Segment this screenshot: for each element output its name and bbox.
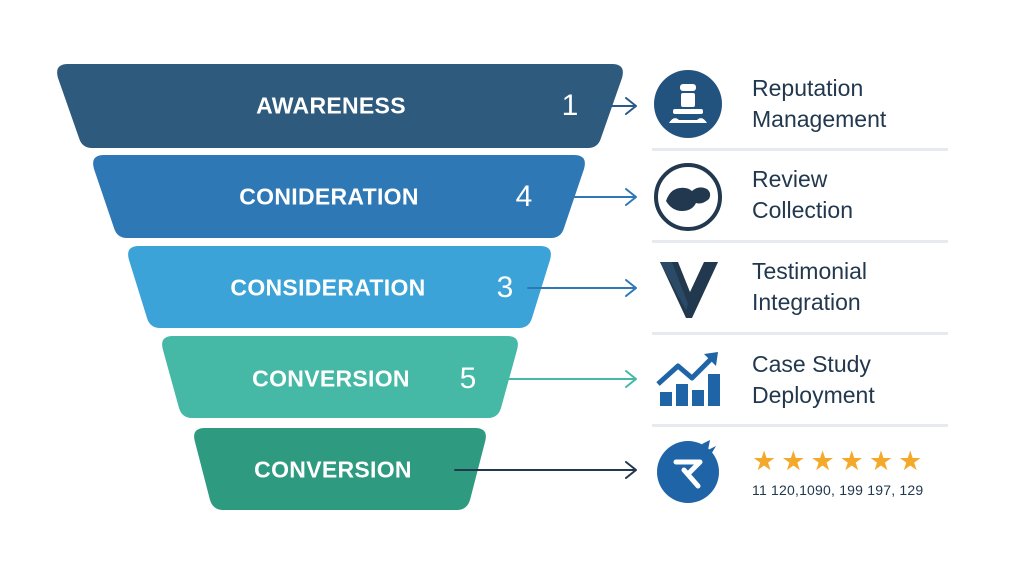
action-title-line2: Collection: [752, 197, 853, 223]
action-title-reputation: Reputation Management: [752, 73, 962, 135]
star-icon: ★: [781, 446, 806, 477]
stage-number-4: 4: [515, 180, 533, 213]
stage-label-conversion: CONVERSION: [252, 365, 410, 392]
stage-number-3: 3: [496, 271, 514, 304]
checkmark-v-icon: [652, 252, 724, 324]
stage-number-5: 5: [459, 362, 477, 395]
stage-label-conversion-bottom: CONVERSION: [254, 456, 412, 483]
person-badge-icon: [652, 68, 724, 140]
star-icon: ★: [810, 446, 835, 477]
rating-badge-icon: [652, 434, 724, 506]
funnel-stage-conversion-2: [194, 428, 486, 510]
growth-chart-icon: [652, 344, 724, 416]
stage-number-1: 1: [561, 89, 579, 122]
divider-1: [652, 148, 948, 151]
action-title-review: Review Collection: [752, 164, 962, 226]
divider-4: [652, 424, 948, 427]
action-title-case-study: Case Study Deployment: [752, 349, 962, 411]
action-title-line1: Reputation: [752, 75, 864, 101]
divider-3: [652, 332, 948, 335]
funnel-stage-conversion-1: [162, 336, 518, 418]
funnel-shapes: [57, 64, 623, 510]
action-title-line2: Management: [752, 106, 887, 132]
star-icon: ★: [839, 446, 864, 477]
divider-2: [652, 240, 948, 243]
funnel-stage-consideration: [128, 246, 551, 328]
handshake-icon: [652, 161, 724, 233]
stage-label-consideration: CONSIDERATION: [230, 274, 426, 301]
action-title-testimonial: Testimonial Integration: [752, 256, 962, 318]
star-icon: ★: [898, 446, 923, 477]
rating-stars: ★★★★★★: [752, 448, 922, 476]
star-icon: ★: [752, 446, 777, 477]
funnel-stage-awareness: [57, 64, 623, 148]
ratings-text: 11 120,1090, 199 197, 129: [752, 482, 924, 498]
action-title-line1: Case Study: [752, 351, 871, 377]
action-title-line2: Deployment: [752, 382, 875, 408]
stage-label-conideration: CONIDERATION: [239, 183, 419, 210]
funnel-stage-conideration: [93, 155, 585, 238]
action-title-line2: Integration: [752, 289, 861, 315]
action-title-line1: Testimonial: [752, 258, 868, 284]
action-title-line1: Review: [752, 166, 828, 192]
star-icon: ★: [868, 446, 894, 477]
stage-label-awareness: AWARENESS: [256, 92, 406, 119]
